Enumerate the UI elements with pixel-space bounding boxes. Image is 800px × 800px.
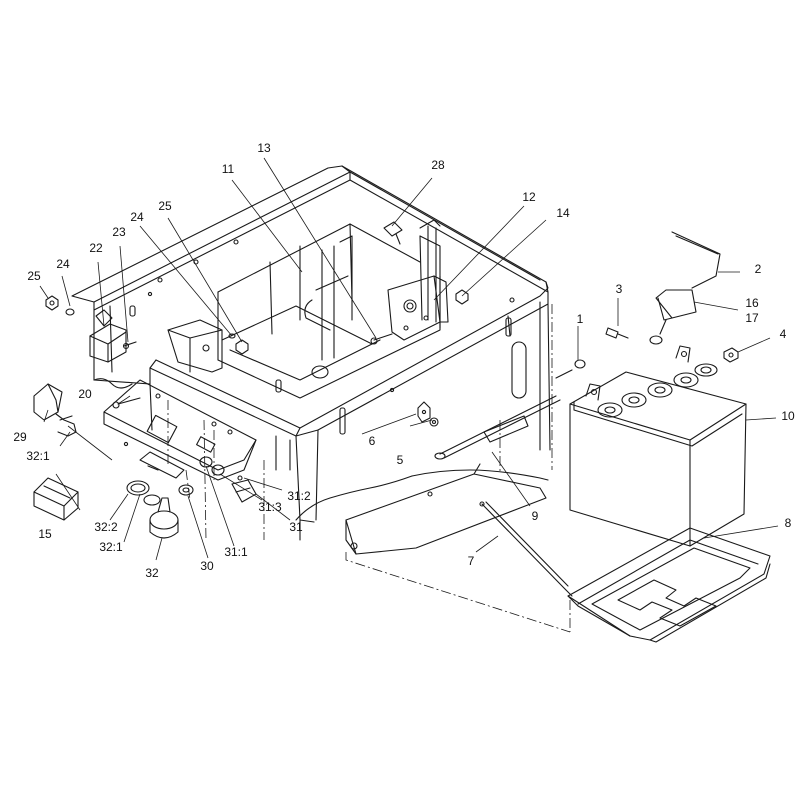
callout-12: 12	[522, 190, 536, 204]
fastener-28	[384, 222, 402, 244]
clip-6	[418, 402, 430, 422]
callout-25-right: 25	[158, 199, 172, 213]
callout-11: 11	[221, 162, 235, 176]
battery	[570, 346, 746, 546]
positive-cable	[650, 232, 720, 344]
callout-14: 14	[556, 206, 570, 220]
screw-23	[124, 342, 137, 349]
battery-cable	[435, 396, 560, 459]
callout-31-2: 31:2	[287, 489, 311, 503]
callout-24-left: 24	[56, 257, 70, 271]
callout-23: 23	[112, 225, 126, 239]
callout-2: 2	[754, 262, 762, 276]
callout-30: 30	[200, 559, 214, 573]
key-switch	[127, 481, 178, 538]
callout-32: 32	[145, 566, 159, 580]
callout-29: 29	[13, 430, 27, 444]
callout-16: 16	[745, 296, 759, 310]
nut-25	[46, 296, 248, 354]
callout-13: 13	[257, 141, 271, 155]
mounting-plate	[388, 276, 448, 340]
leader-lines	[40, 158, 778, 560]
bolt-3	[606, 328, 628, 338]
callout-9: 9	[531, 509, 539, 523]
hold-down-bracket	[346, 464, 546, 554]
callout-4: 4	[779, 327, 787, 341]
callout-25-left: 25	[27, 269, 41, 283]
control-panel	[104, 380, 256, 480]
bolt-13	[371, 334, 392, 344]
ring-terminal	[556, 360, 585, 378]
callout-5: 5	[396, 453, 404, 467]
callout-8: 8	[784, 516, 792, 530]
washer-24	[66, 309, 235, 338]
battery-tray	[568, 528, 770, 642]
callout-31-3: 31:3	[258, 500, 282, 514]
frame-pipes	[305, 220, 440, 360]
callout-32-2: 32:2	[94, 520, 118, 534]
callout-28: 28	[431, 158, 445, 172]
nut-4	[724, 348, 738, 362]
callout-32-1-top: 32:1	[26, 449, 50, 463]
callout-15: 15	[38, 527, 52, 541]
rocker-switch	[34, 478, 78, 520]
callout-31: 31	[289, 520, 303, 534]
callout-24-right: 24	[130, 210, 144, 224]
switch-cover	[34, 384, 76, 436]
relay	[90, 310, 126, 362]
callout-31-1: 31:1	[224, 545, 248, 559]
callout-20: 20	[78, 387, 92, 401]
hold-down-rod	[480, 502, 572, 596]
callout-6: 6	[368, 434, 376, 448]
callout-3: 3	[615, 282, 623, 296]
washer-5	[430, 418, 438, 426]
nut-14	[456, 290, 468, 304]
callout-17: 17	[745, 311, 759, 325]
callout-22: 22	[89, 241, 103, 255]
callout-7: 7	[467, 554, 475, 568]
callout-10: 10	[781, 409, 795, 423]
bracket	[168, 320, 222, 372]
phantom-lines	[168, 304, 570, 632]
callout-32-1-bottom: 32:1	[99, 540, 123, 554]
bolt-20	[113, 398, 140, 408]
frame-chassis	[72, 166, 550, 540]
callout-1: 1	[576, 312, 584, 326]
